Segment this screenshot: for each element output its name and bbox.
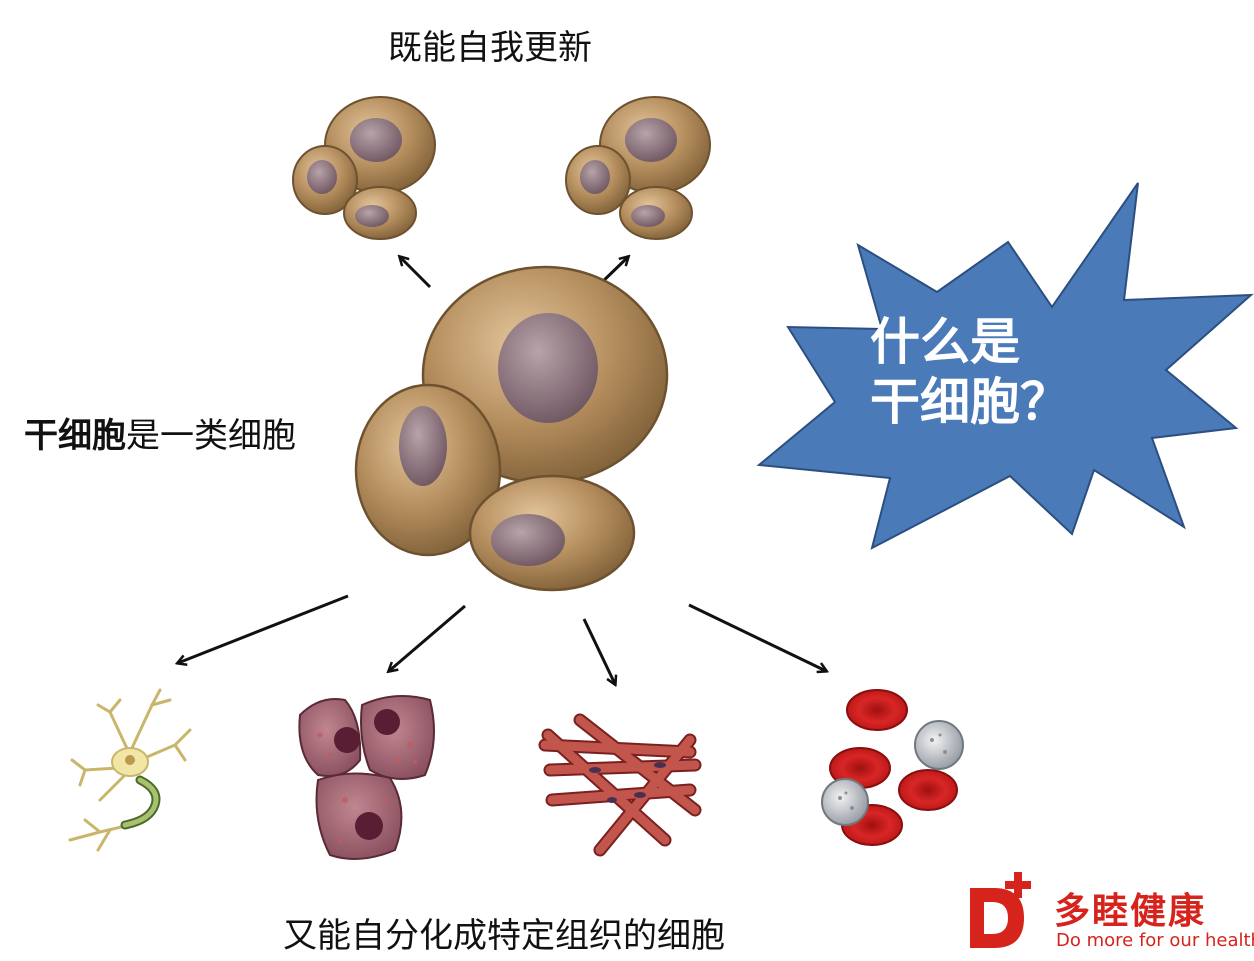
arrow-to-muscle-cells <box>582 618 615 684</box>
brand-name: 多睦健康 <box>1054 891 1207 932</box>
caption-self-renewal: 既能自我更新 <box>388 28 592 68</box>
brand-logo: 多睦健康 Do more for our health <box>962 872 1254 961</box>
muscle-cells-illustration <box>538 713 702 857</box>
starburst-line1: 什么是 <box>870 313 1020 371</box>
neuron-illustration <box>68 688 192 852</box>
caption-stem-cell-bold: 干细胞 <box>24 416 126 456</box>
question-starburst <box>756 182 1254 550</box>
arrow-to-blood-cells <box>688 603 826 671</box>
arrow-to-neuron <box>178 594 349 663</box>
blood-cells-illustration <box>821 689 964 846</box>
daughter-stem-cells-right <box>565 96 711 240</box>
starburst-line2: 干细胞？ <box>870 373 1070 431</box>
arrow-to-liver-cells <box>389 604 466 671</box>
caption-differentiation: 又能自分化成特定组织的细胞 <box>283 916 725 956</box>
logo-mark <box>970 872 1031 948</box>
starburst-text: 什么是 干细胞？ <box>870 312 1080 432</box>
caption-stem-cell-definition: 干细胞是一类细胞 <box>24 408 296 457</box>
brand-slogan: Do more for our health <box>1056 930 1254 951</box>
liver-cells-illustration <box>298 695 435 860</box>
stem-cell-cluster <box>354 265 669 592</box>
daughter-stem-cells-left <box>292 96 436 240</box>
caption-stem-cell-rest: 是一类细胞 <box>126 416 296 456</box>
arrow-to-daughter-left <box>400 257 432 289</box>
